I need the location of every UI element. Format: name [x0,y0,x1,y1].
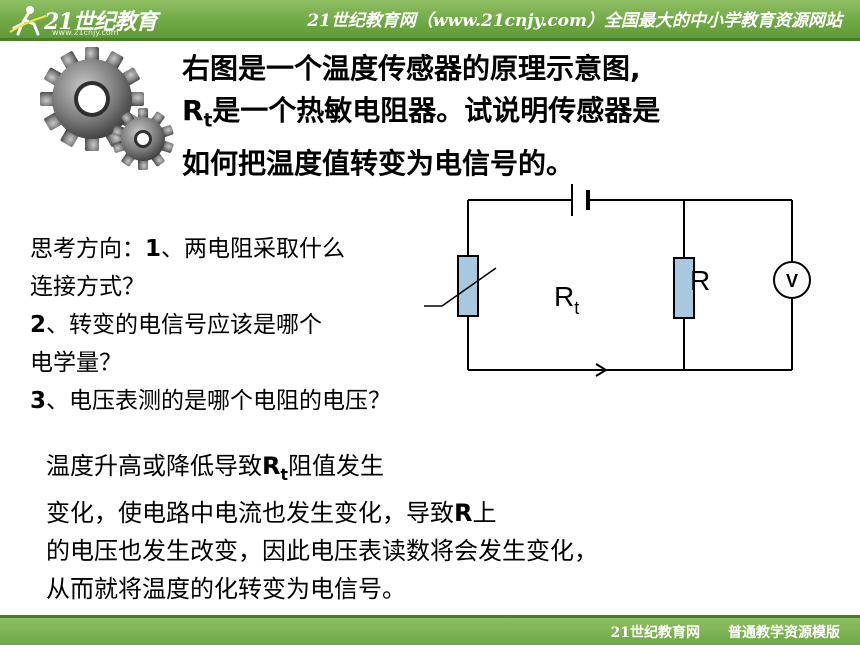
header-slogan: 21世纪教育网（www.21cnjy.com）全国最大的中小学教育资源网站 [307,11,842,31]
resistor-r [673,257,695,319]
footer-band [0,618,860,645]
logo-url: www.21cnjy.com [52,28,119,37]
site-logo[interactable]: 21世纪教育 www.21cnjy.com [8,2,158,38]
header-band [0,0,860,38]
thinking-directions: 思考方向：1、两电阻采取什么 连接方式？ 2、转变的电信号应该是哪个 电学量？ … [30,230,550,420]
footer-divider [0,615,860,618]
thinking-line-5: 3、电压表测的是哪个电阻的电压？ [30,388,392,414]
thinking-line-3: 2、转变的电信号应该是哪个 [30,312,323,338]
answer-line-3: 的电压也发生改变，因此电压表读数将会发生变化， [46,536,598,565]
header-divider [0,38,860,41]
gears-icon [40,47,174,170]
answer-text: 温度升高或降低导致Rt阻值发生 变化，使电路中电流也发生变化，导致R上 的电压也… [46,447,836,608]
answer-line-4: 从而就将温度的化转变为电信号。 [46,574,406,603]
runner-logo-icon [9,6,47,36]
question-line-3: 如何把温度值转变为电信号的。 [182,146,575,180]
question-text: 右图是一个温度传感器的原理示意图, Rt是一个热敏电阻器。试说明传感器是 如何把… [182,48,852,185]
question-line-1: 右图是一个温度传感器的原理示意图, [182,52,641,85]
r-label: R [690,265,710,296]
thinking-line-4: 电学量？ [30,350,122,376]
voltmeter-label: V [786,271,798,291]
logo-text: 21世纪教育 [44,9,158,35]
thermistor-rt [457,255,479,317]
question-line-2: Rt是一个热敏电阻器。试说明传感器是 [182,94,661,132]
thinking-line-1: 思考方向：1、两电阻采取什么 [30,236,346,262]
thinking-line-2: 连接方式？ [30,274,145,300]
answer-line-1: 温度升高或降低导致Rt阻值发生 [46,452,384,484]
footer-text: 21世纪教育网 普通教学资源模版 [610,625,840,641]
voltmeter-icon [773,261,811,299]
circuit-diagram: V Rt R [424,184,811,377]
rt-label: Rt [554,281,579,318]
answer-line-2: 变化，使电路中电流也发生变化，导致R上 [46,498,497,527]
